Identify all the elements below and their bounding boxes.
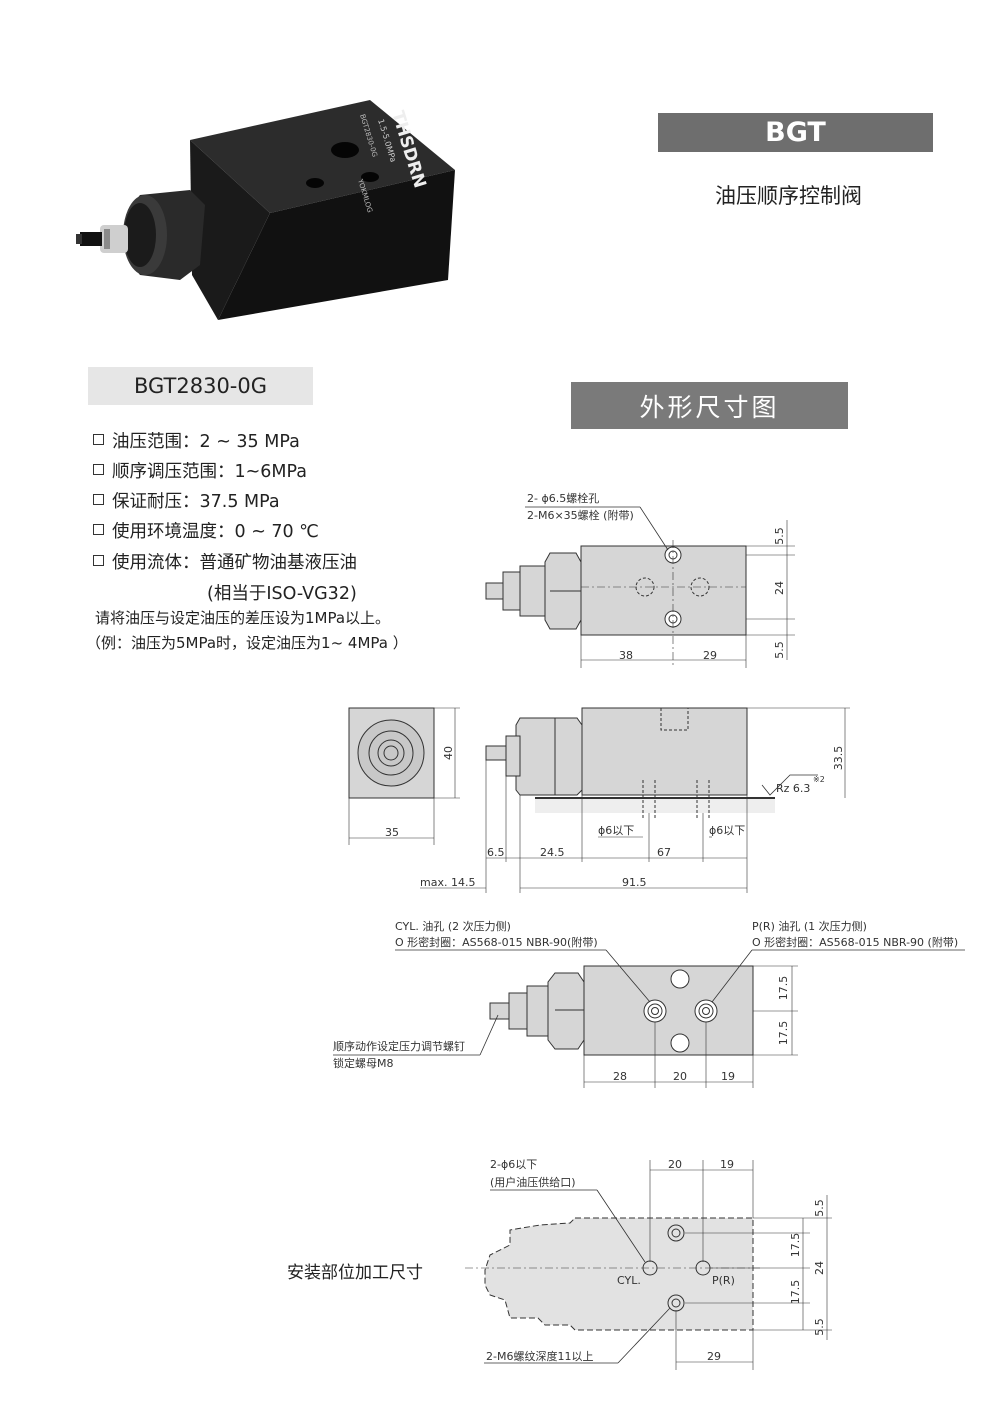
svg-text:※2: ※2 — [813, 775, 825, 784]
svg-text:17.5: 17.5 — [789, 1280, 802, 1305]
svg-text:40: 40 — [442, 746, 455, 760]
svg-text:P(R): P(R) — [712, 1274, 735, 1287]
svg-text:19: 19 — [720, 1158, 734, 1171]
svg-text:29: 29 — [707, 1350, 721, 1363]
svg-text:17.5: 17.5 — [789, 1233, 802, 1258]
svg-text:顺序动作设定压力调节螺钉: 顺序动作设定压力调节螺钉 — [333, 1039, 465, 1053]
svg-text:2-M6螺纹深度11以上: 2-M6螺纹深度11以上 — [486, 1349, 593, 1363]
product-name: 油压顺序控制阀 — [715, 184, 862, 208]
svg-text:17.5: 17.5 — [777, 1021, 790, 1046]
svg-text:5.5: 5.5 — [773, 527, 786, 545]
svg-text:CYL.: CYL. — [617, 1274, 641, 1287]
spec-pressure-range: 油压范围：2 ~ 35 MPa — [93, 428, 300, 453]
svg-text:28: 28 — [613, 1070, 627, 1083]
svg-text:2-ϕ6以下: 2-ϕ6以下 — [490, 1158, 537, 1171]
svg-text:5.5: 5.5 — [813, 1199, 826, 1217]
svg-text:5.5: 5.5 — [813, 1318, 826, 1336]
svg-text:5.5: 5.5 — [773, 641, 786, 659]
svg-text:max. 14.5: max. 14.5 — [420, 876, 475, 889]
checkbox-icon — [93, 524, 104, 535]
spec-sequence-range: 顺序调压范围：1~6MPa — [93, 458, 307, 483]
mount-label: 安装部位加工尺寸 — [287, 1263, 423, 1283]
product-photo: THSDRN 1.5-5.0MPa BGT2830-0G YOKMLOG — [76, 100, 455, 320]
spec-temperature: 使用环境温度：0 ~ 70 ℃ — [93, 518, 319, 543]
svg-text:2- ϕ6.5螺栓孔: 2- ϕ6.5螺栓孔 — [527, 491, 599, 505]
spec-proof-pressure: 保证耐压：37.5 MPa — [93, 488, 280, 513]
svg-text:91.5: 91.5 — [622, 876, 647, 889]
svg-text:P(R) 油孔 (1 次压力侧): P(R) 油孔 (1 次压力侧) — [752, 919, 867, 933]
note-line-2: （例：油压为5MPa时，设定油压为1~ 4MPa ） — [86, 634, 408, 652]
svg-text:2-M6×35螺栓 (附带): 2-M6×35螺栓 (附带) — [527, 508, 634, 522]
svg-text:ϕ6以下: ϕ6以下 — [598, 824, 634, 837]
svg-text:ϕ6以下: ϕ6以下 — [709, 824, 745, 837]
svg-text:35: 35 — [385, 826, 399, 839]
checkbox-icon — [93, 464, 104, 475]
svg-text:29: 29 — [703, 649, 717, 662]
svg-text:20: 20 — [673, 1070, 687, 1083]
svg-text:24: 24 — [773, 581, 786, 595]
end-view — [348, 707, 460, 845]
svg-text:19: 19 — [721, 1070, 735, 1083]
checkbox-icon — [93, 434, 104, 445]
note-line-1: 请将油压与设定油压的差压设为1MPa以上。 — [95, 609, 391, 627]
svg-text:20: 20 — [668, 1158, 682, 1171]
svg-text:O 形密封圈：AS568-015 NBR-90(附带): O 形密封圈：AS568-015 NBR-90(附带) — [395, 935, 598, 949]
product-code-badge: BGT — [658, 113, 933, 152]
svg-text:24.5: 24.5 — [540, 846, 565, 859]
model-label: BGT2830-0G — [88, 367, 313, 405]
checkbox-icon — [93, 494, 104, 505]
side-view — [420, 707, 850, 893]
top-view — [485, 506, 795, 668]
svg-text:24: 24 — [813, 1261, 826, 1275]
checkbox-icon — [93, 555, 104, 566]
svg-text:CYL. 油孔 (2 次压力侧): CYL. 油孔 (2 次压力侧) — [395, 919, 511, 933]
svg-text:67: 67 — [657, 846, 671, 859]
svg-text:(用户油压供给口): (用户油压供给口) — [490, 1175, 576, 1189]
spec-fluid-extra: (相当于ISO-VG32) — [207, 584, 357, 604]
svg-text:Rz 6.3: Rz 6.3 — [776, 782, 810, 795]
bottom-view — [333, 949, 965, 1088]
section-title: 外形尺寸图 — [571, 382, 848, 429]
spec-fluid: 使用流体：普通矿物油基液压油 — [93, 549, 357, 574]
svg-text:38: 38 — [619, 649, 633, 662]
svg-text:6.5: 6.5 — [487, 846, 505, 859]
svg-text:33.5: 33.5 — [832, 746, 845, 771]
svg-text:17.5: 17.5 — [777, 976, 790, 1001]
svg-text:锁定螺母M8: 锁定螺母M8 — [333, 1056, 394, 1070]
svg-text:O 形密封圈：AS568-015 NBR-90 (附带): O 形密封圈：AS568-015 NBR-90 (附带) — [752, 935, 958, 949]
mount-view — [465, 1160, 832, 1370]
